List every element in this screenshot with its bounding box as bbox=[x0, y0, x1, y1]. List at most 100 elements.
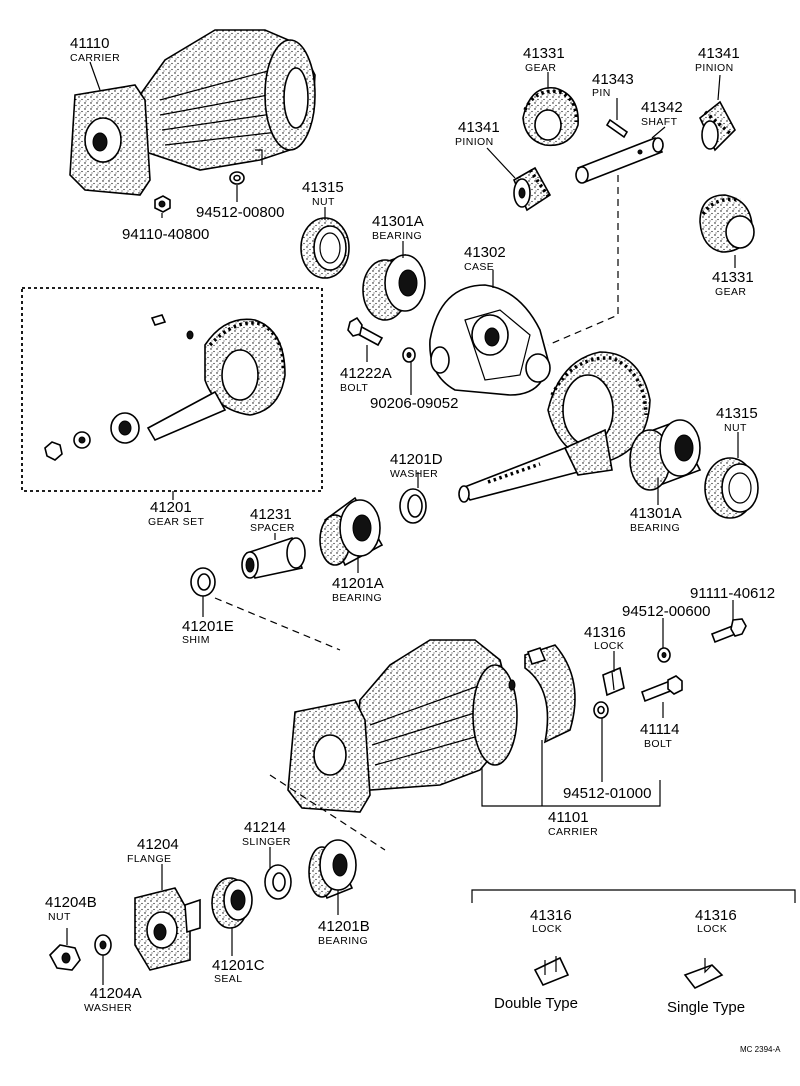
label-41341b-number: 41341 bbox=[698, 45, 740, 62]
label-94512a-number: 94512-00800 bbox=[196, 204, 284, 221]
label-41114-number: 41114 bbox=[640, 721, 680, 738]
label-41316c-name: LOCK bbox=[697, 923, 727, 935]
bearing-41301a-right-drawing bbox=[629, 419, 702, 491]
label-94110-number: 94110-40800 bbox=[122, 226, 209, 243]
pinion-41341-left-drawing bbox=[512, 166, 552, 212]
label-41214-number: 41214 bbox=[244, 819, 286, 836]
label-41341b-name: PINION bbox=[695, 62, 734, 74]
label-41114-name: BOLT bbox=[644, 738, 672, 750]
label-41204a-number: 41204A bbox=[90, 985, 142, 1002]
flange-41204-drawing bbox=[134, 887, 201, 971]
side-gear-41331-upper-drawing bbox=[522, 87, 579, 147]
bolt-41222a-drawing bbox=[347, 316, 384, 347]
label-41343-name: PIN bbox=[592, 87, 611, 99]
label-94512b-number: 94512-00600 bbox=[622, 603, 710, 620]
label-41201b-number: 41201B bbox=[318, 918, 370, 935]
label-41315a-name: NUT bbox=[312, 196, 335, 208]
label-41342-number: 41342 bbox=[641, 99, 683, 116]
lock-single-type-drawing bbox=[683, 958, 724, 990]
label-41204a-name: WASHER bbox=[84, 1002, 132, 1014]
nut-94110-40800-drawing bbox=[154, 195, 171, 213]
label-41316c-number: 41316 bbox=[695, 907, 737, 924]
label-91111-number: 91111-40612 bbox=[690, 585, 775, 602]
label-41315b-number: 41315 bbox=[716, 405, 758, 422]
label-41341a-number: 41341 bbox=[458, 119, 500, 136]
label-41302-name: CASE bbox=[464, 261, 494, 273]
label-41316a-name: LOCK bbox=[594, 640, 624, 652]
washer-41201d-drawing bbox=[399, 488, 427, 524]
bolt-41114-drawing bbox=[641, 675, 683, 703]
label-41315a-number: 41315 bbox=[302, 179, 344, 196]
label-41316a-number: 41316 bbox=[584, 624, 626, 641]
label-41204-name: FLANGE bbox=[127, 853, 171, 865]
label-41201e-name: SHIM bbox=[182, 634, 210, 646]
carrier-41101-drawing bbox=[287, 639, 518, 813]
carrier-41110-drawing bbox=[69, 29, 316, 196]
label-41201-number: 41201 bbox=[150, 499, 192, 516]
bearing-41201b-drawing bbox=[308, 839, 357, 900]
label-41231-number: 41231 bbox=[250, 506, 292, 523]
label-41315b-name: NUT bbox=[724, 422, 747, 434]
label-41201b-name: BEARING bbox=[318, 935, 368, 947]
label-41201c-number: 41201C bbox=[212, 957, 265, 974]
washer-90206-09052-drawing bbox=[402, 347, 416, 363]
label-41201-name: GEAR SET bbox=[148, 516, 204, 528]
label-41341a-name: PINION bbox=[455, 136, 494, 148]
bearing-41301a-upper-drawing bbox=[362, 253, 426, 321]
label-41222a-name: BOLT bbox=[340, 382, 368, 394]
label-41302-number: 41302 bbox=[464, 244, 506, 261]
slinger-41214-drawing bbox=[264, 864, 292, 900]
bolt-91111-40612-drawing bbox=[710, 618, 747, 644]
differential-case-41302-drawing bbox=[429, 284, 551, 396]
label-41201a-name: BEARING bbox=[332, 592, 382, 604]
label-41101-number: 41101 bbox=[548, 809, 589, 826]
label-41342-name: SHAFT bbox=[641, 116, 678, 128]
label-41231-name: SPACER bbox=[250, 522, 295, 534]
label-41316b-name: LOCK bbox=[532, 923, 562, 935]
washer-94512-00600-drawing bbox=[657, 647, 671, 663]
gear-set-group-box bbox=[21, 287, 323, 492]
drawing-code: MC 2394-A bbox=[740, 1045, 781, 1054]
label-41110-number: 41110 bbox=[70, 35, 110, 52]
label-41204b-number: 41204B bbox=[45, 894, 97, 911]
washer-94512-01000-drawing bbox=[593, 701, 609, 719]
bearing-cap-drawing bbox=[524, 644, 576, 744]
label-41343-number: 41343 bbox=[592, 71, 634, 88]
label-41204b-name: NUT bbox=[48, 911, 71, 923]
leader-shaft-to-case bbox=[547, 175, 619, 346]
label-41222a-number: 41222A bbox=[340, 365, 392, 382]
pinion-41341-right-drawing bbox=[699, 100, 736, 152]
pinion-shaft-41342-drawing bbox=[575, 136, 664, 184]
label-41331a-name: GEAR bbox=[525, 62, 556, 74]
label-41201a-number: 41201A bbox=[332, 575, 384, 592]
label-41331b-number: 41331 bbox=[712, 269, 754, 286]
gear-set-41201-drawing bbox=[44, 314, 286, 461]
leader-shim-to-carrier bbox=[214, 597, 341, 651]
label-41301a2-name: BEARING bbox=[630, 522, 680, 534]
lock-double-type-drawing bbox=[533, 956, 570, 987]
seal-41201c-drawing bbox=[211, 877, 253, 929]
washer-94512-00800-drawing bbox=[229, 171, 245, 185]
washer-41204a-drawing bbox=[94, 934, 112, 956]
leader-lines bbox=[66, 61, 739, 985]
label-41201d-number: 41201D bbox=[390, 451, 443, 468]
label-41101-name: CARRIER bbox=[548, 826, 598, 838]
variant-double-type-label: Double Type bbox=[494, 995, 578, 1012]
label-41301a2-number: 41301A bbox=[630, 505, 682, 522]
spacer-41231-drawing bbox=[241, 536, 306, 579]
label-41201c-name: SEAL bbox=[214, 973, 242, 985]
part-labels: 41110 CARRIER 94110-40800 94512-00800 41… bbox=[45, 35, 781, 1054]
label-41316b-number: 41316 bbox=[530, 907, 572, 924]
label-94512c-number: 94512-01000 bbox=[563, 785, 651, 802]
label-41201d-name: WASHER bbox=[390, 468, 438, 480]
bearing-41201a-drawing bbox=[319, 496, 384, 567]
label-41110-name: CARRIER bbox=[70, 52, 120, 64]
label-41201e-number: 41201E bbox=[182, 618, 234, 635]
label-90206-number: 90206-09052 bbox=[370, 395, 458, 412]
side-gear-41331-right-drawing bbox=[699, 194, 755, 253]
label-41301a1-name: BEARING bbox=[372, 230, 422, 242]
pin-41343-drawing bbox=[605, 118, 629, 139]
label-41204-number: 41204 bbox=[137, 836, 179, 853]
lock-41316-drawing bbox=[602, 666, 625, 697]
